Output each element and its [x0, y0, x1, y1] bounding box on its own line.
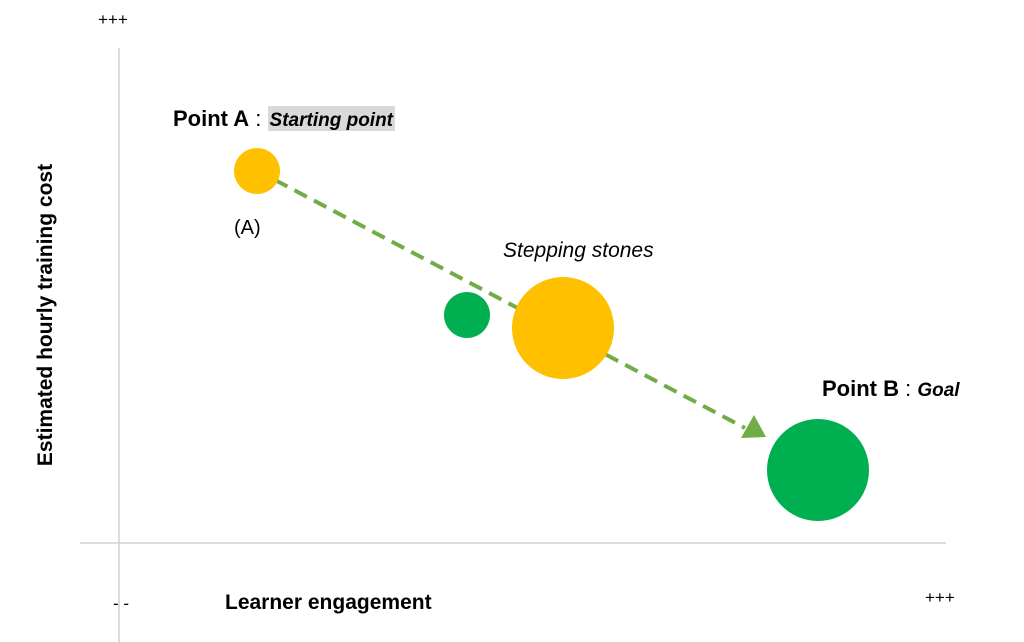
- point-a-name: Point A: [173, 106, 250, 131]
- trajectory-arrow-line: [274, 178, 746, 430]
- stepping-stone-orange-bubble: [512, 277, 614, 379]
- point-a-label: Point A : Starting point: [173, 106, 396, 132]
- point-a-description: Starting point: [269, 110, 394, 131]
- point-a-highlight: Starting point: [267, 106, 396, 131]
- point-b-label: Point B : Goal: [822, 376, 960, 402]
- point-b-bubble: [767, 419, 869, 521]
- point-b-name: Point B: [822, 376, 899, 401]
- point-a-tag: (A): [234, 217, 261, 239]
- point-a-separator: :: [249, 106, 268, 131]
- y-axis-top-marker: +++: [98, 10, 128, 29]
- x-axis-left-marker: - -: [113, 594, 130, 613]
- y-axis-title: Estimated hourly training cost: [34, 163, 57, 467]
- point-a-bubble: [234, 148, 280, 194]
- stepping-stones-label: Stepping stones: [503, 239, 654, 262]
- x-axis-right-marker: +++: [925, 588, 955, 607]
- point-b-description: Goal: [917, 380, 960, 401]
- point-b-separator: :: [899, 376, 918, 401]
- trajectory-arrowhead: [741, 415, 766, 438]
- stepping-stone-green-bubble: [444, 292, 490, 338]
- x-axis-title: Learner engagement: [225, 591, 432, 614]
